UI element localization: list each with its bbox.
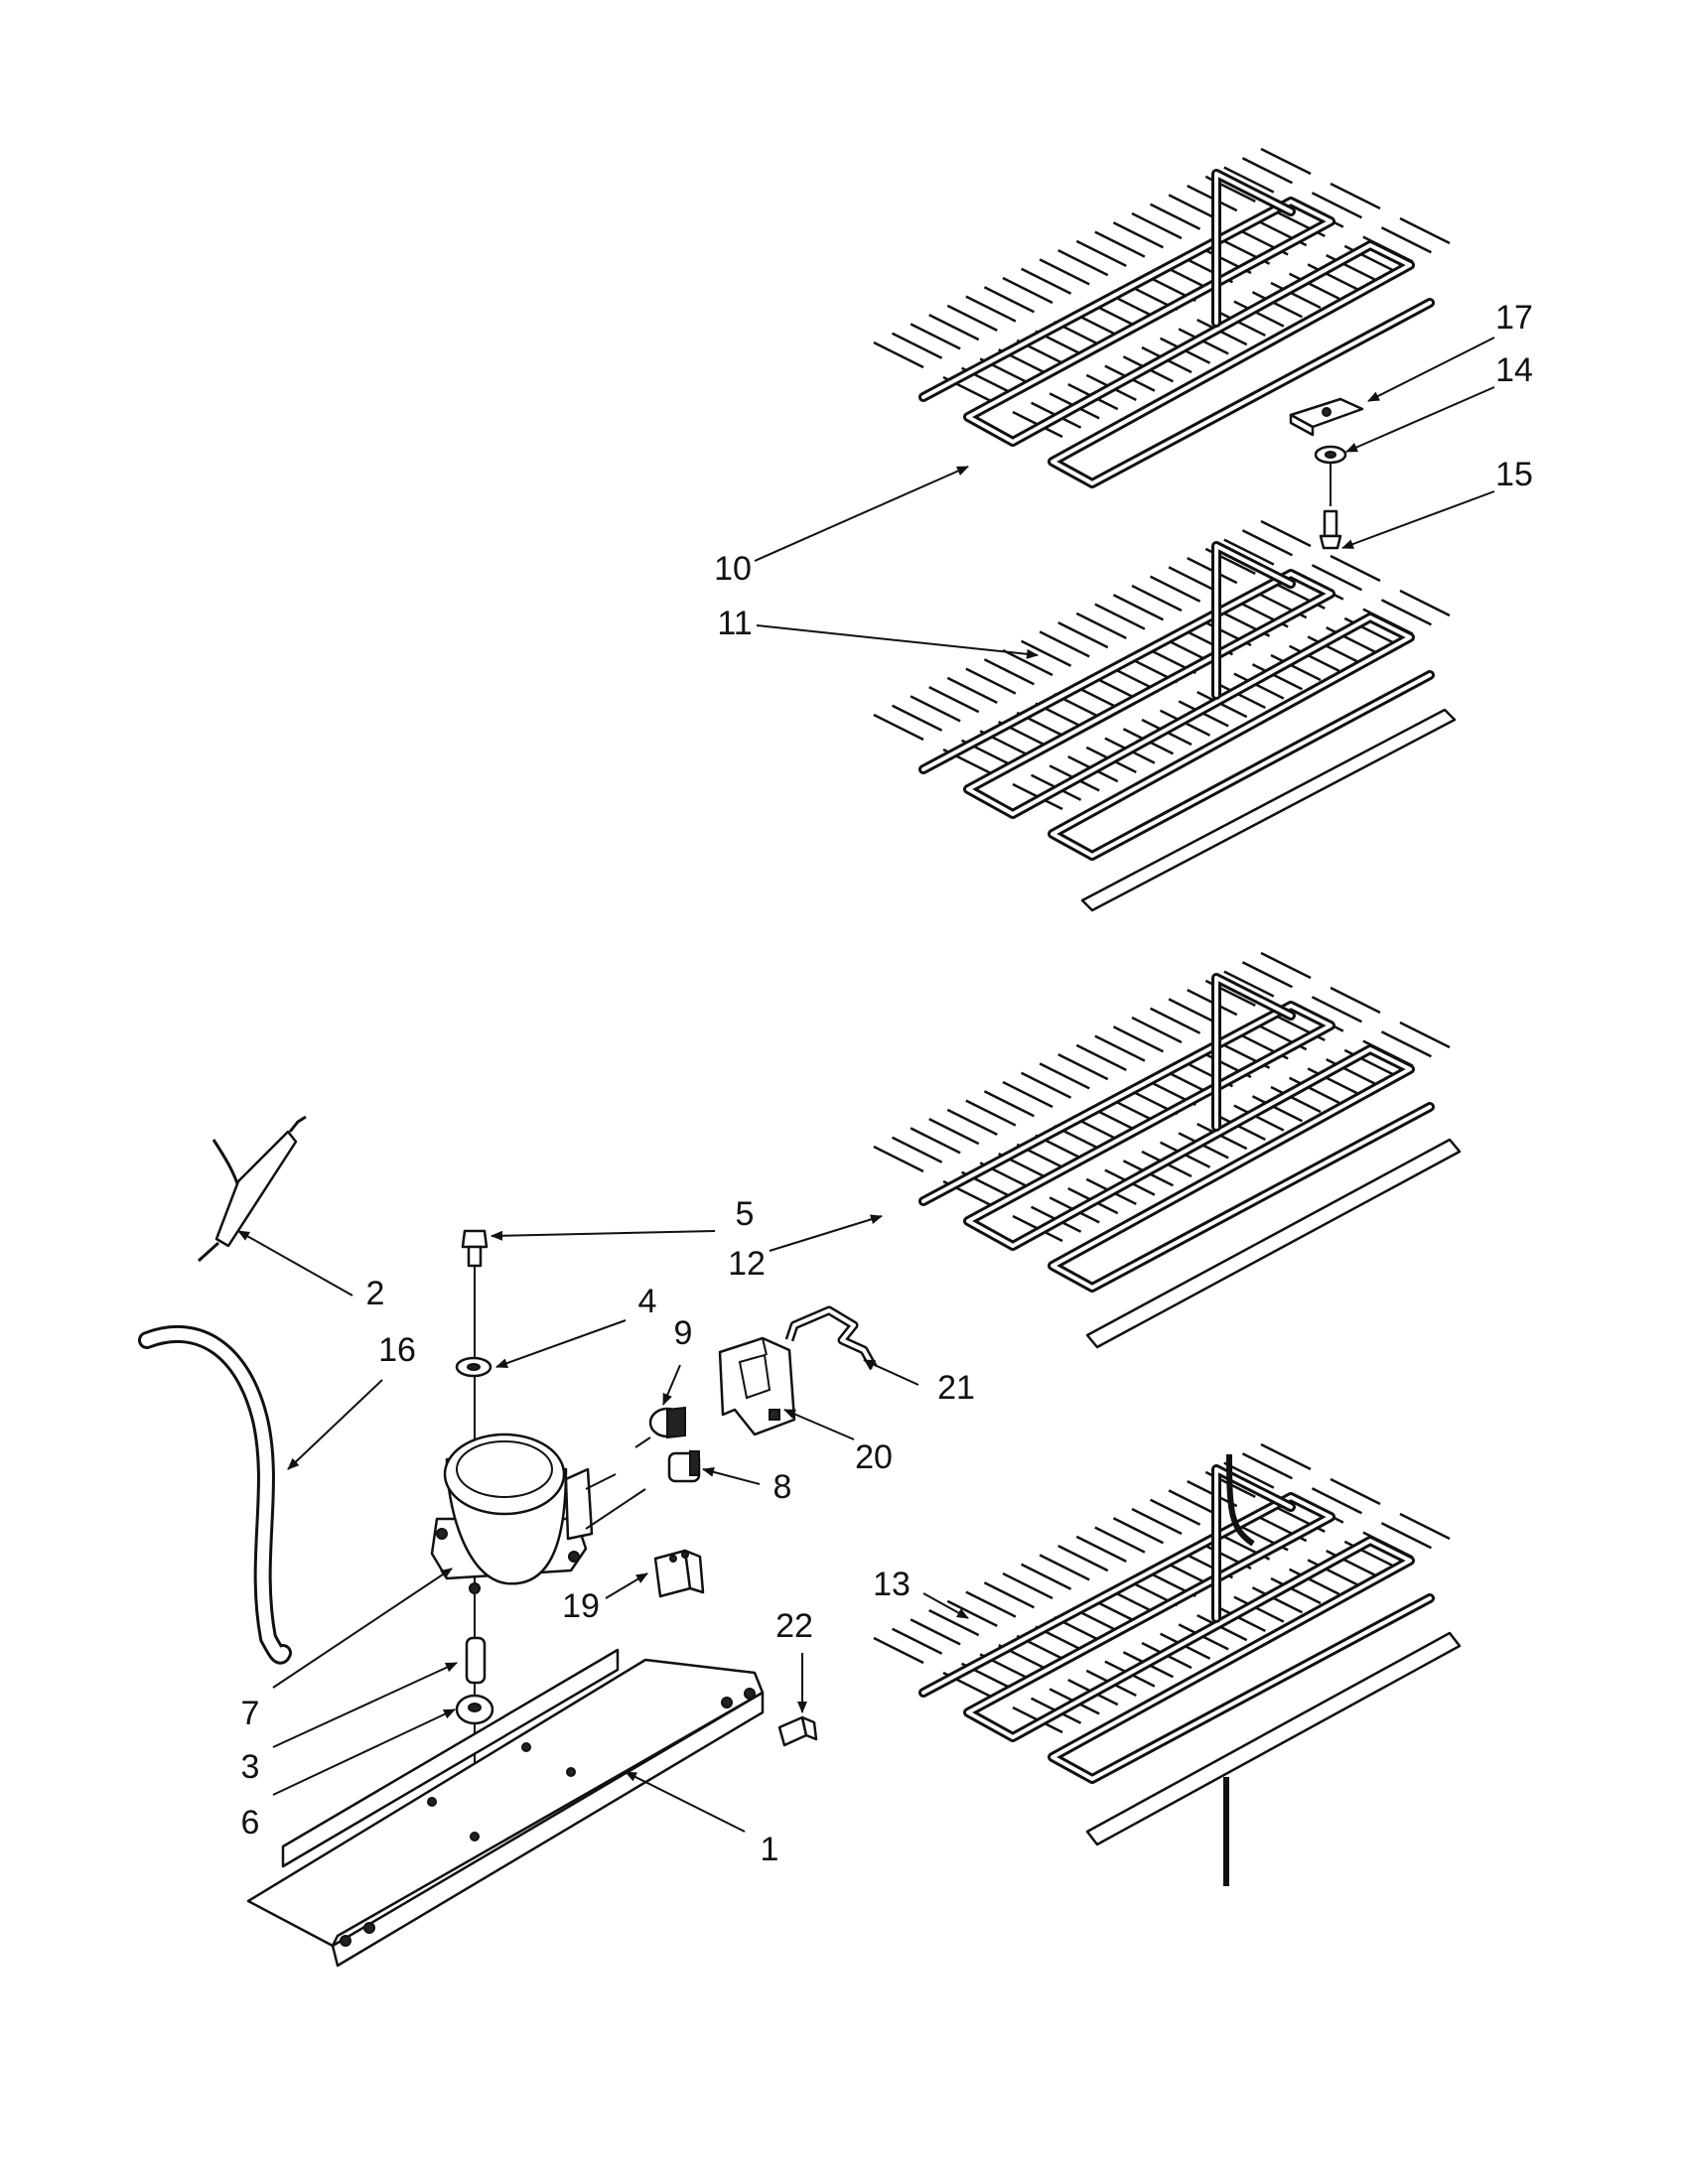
evaporator-coil-12 (873, 951, 1451, 1293)
capacitor-19 (653, 1549, 705, 1598)
callout-9: 9 (674, 1314, 693, 1352)
overload-9 (634, 1406, 686, 1448)
callout-20: 20 (855, 1438, 893, 1476)
callout-1: 1 (761, 1831, 779, 1868)
callout-15: 15 (1495, 456, 1533, 493)
drier-2 (197, 1115, 307, 1263)
screw-15 (1319, 509, 1342, 550)
callout-19: 19 (562, 1587, 600, 1625)
callout-13: 13 (873, 1566, 911, 1603)
callout-2: 2 (366, 1275, 385, 1312)
grommet-3 (465, 1636, 487, 1685)
screw-5 (461, 1229, 489, 1268)
leader-lines (237, 337, 1495, 1833)
callout-3: 3 (241, 1748, 260, 1786)
callout-17: 17 (1495, 299, 1533, 337)
callout-4: 4 (638, 1283, 657, 1320)
callout-7: 7 (241, 1695, 260, 1732)
evaporator-coil-13 (873, 1442, 1451, 1784)
callout-6: 6 (241, 1804, 260, 1842)
compressor-7 (430, 1433, 646, 1594)
callout-8: 8 (773, 1468, 792, 1506)
callout-5: 5 (736, 1195, 755, 1233)
clip-21 (784, 1305, 878, 1371)
bushing-6 (455, 1694, 494, 1725)
coil-trim-rails (1080, 708, 1462, 1846)
callout-12: 12 (728, 1245, 766, 1283)
base-plate-1 (246, 1648, 765, 1968)
terminal-cover-20 (718, 1336, 796, 1436)
bracket-17 (1289, 397, 1364, 437)
callout-14: 14 (1495, 351, 1533, 389)
callout-22: 22 (775, 1607, 813, 1645)
callout-16: 16 (378, 1331, 416, 1369)
callout-10: 10 (714, 550, 752, 588)
callout-labels: 17 14 15 10 11 5 12 2 4 9 16 21 20 8 13 … (241, 299, 1533, 1868)
evaporator-coil-10 (873, 147, 1451, 488)
callout-11: 11 (717, 605, 752, 642)
callout-21: 21 (937, 1369, 975, 1407)
relay-8 (667, 1450, 701, 1483)
evaporator-coil-11 (873, 519, 1451, 861)
inlet-tube-13 (1226, 1453, 1255, 1547)
screw-22 (777, 1715, 818, 1747)
